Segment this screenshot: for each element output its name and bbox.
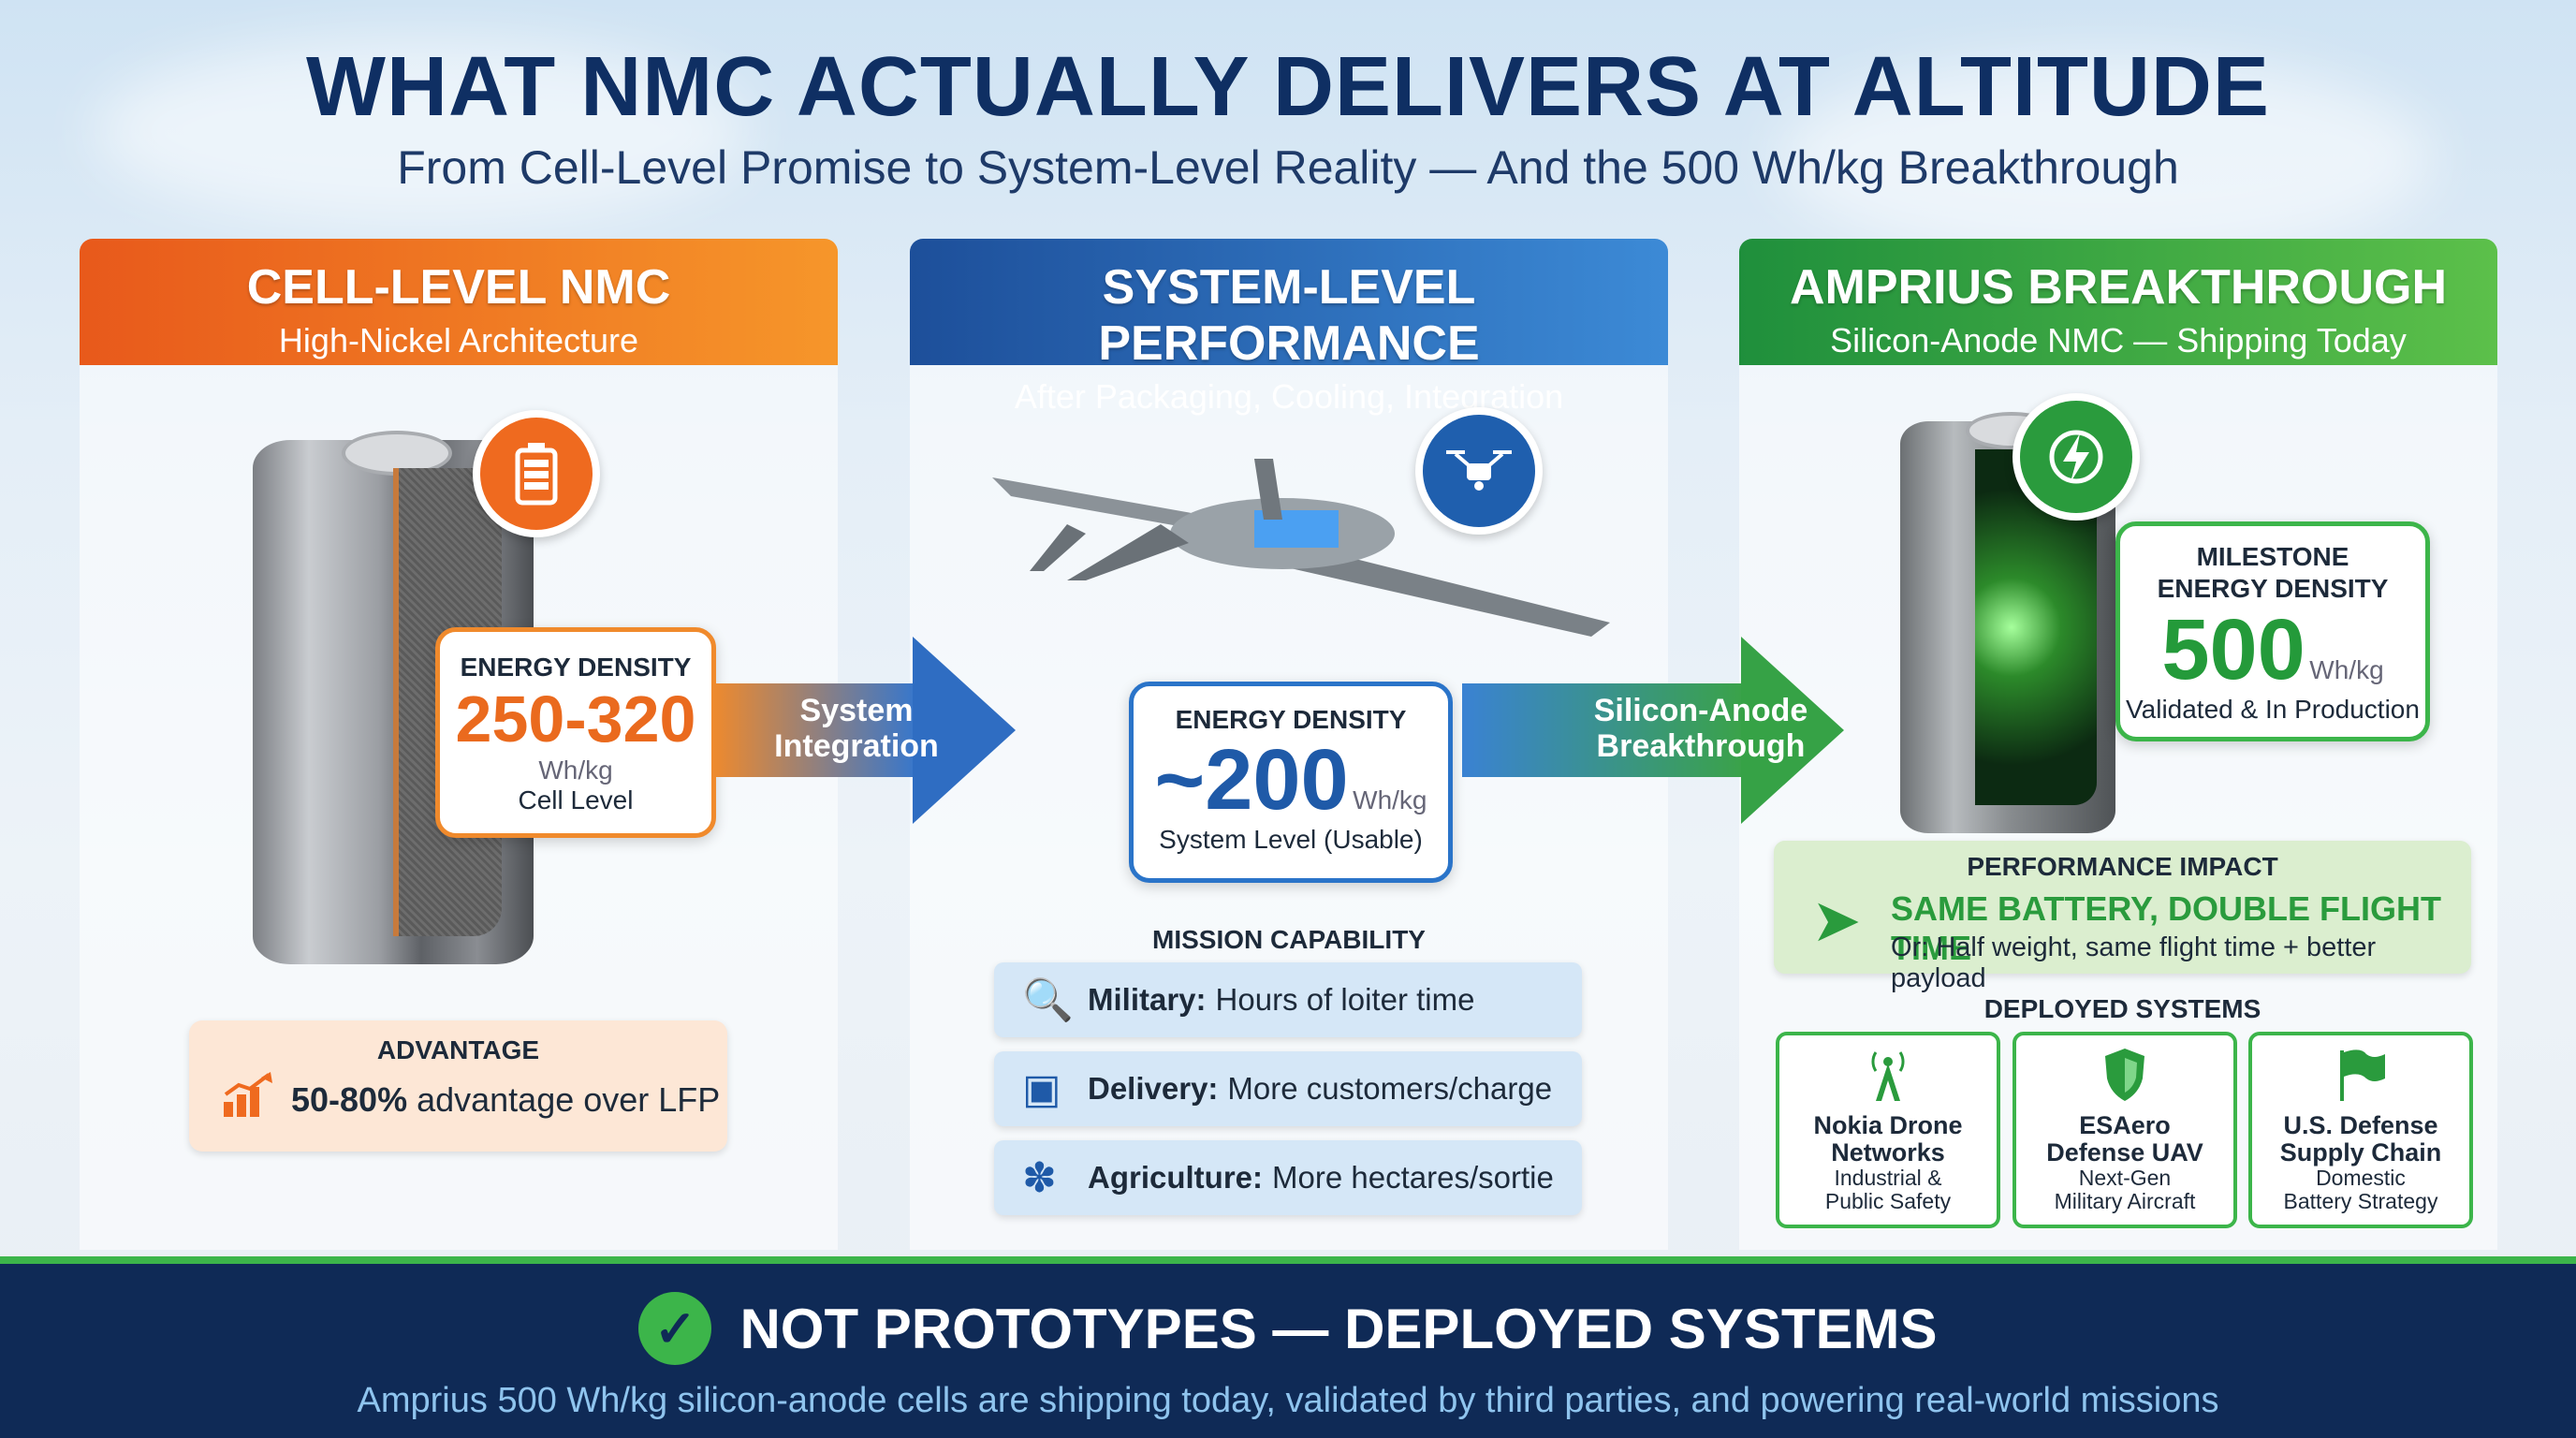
energy-density-label: ENERGY DENSITY (1175, 705, 1407, 734)
footer-sub: Amprius 500 Wh/kg silicon-anode cells ar… (357, 1381, 2219, 1420)
page-subtitle: From Cell-Level Promise to System-Level … (397, 141, 2179, 194)
page-title: WHAT NMC ACTUALLY DELIVERS AT ALTITUDE (306, 40, 2270, 134)
mission-row-delivery: ▣ Delivery: More customers/charge (994, 1051, 1582, 1126)
panel-header: SYSTEM-LEVEL PERFORMANCE After Packaging… (910, 239, 1668, 416)
deployed-name: ESAero (2079, 1111, 2171, 1139)
panel-title: AMPRIUS BREAKTHROUGH (1790, 260, 2447, 315)
antenna-icon (1779, 1047, 1997, 1112)
battery-icon (473, 410, 600, 537)
panel-subtitle: Silicon-Anode NMC — Shipping Today (1830, 321, 2407, 360)
advantage-value: 50-80% (291, 1079, 408, 1119)
deployed-desc: Military Aircraft (2054, 1189, 2196, 1213)
arrow-label-line: System (799, 693, 914, 728)
mission-text: Hours of loiter time (1215, 982, 1475, 1017)
panel-title: CELL-LEVEL NMC (246, 260, 671, 315)
energy-density-card-system: ENERGY DENSITY ~200 Wh/kg System Level (… (1129, 682, 1453, 883)
deployed-desc: Battery Strategy (2283, 1189, 2438, 1213)
energy-density-scope: Cell Level (518, 785, 634, 814)
arrow-label-line: Breakthrough (1596, 728, 1806, 764)
lightning-icon (2012, 393, 2140, 521)
mission-heading: MISSION CAPABILITY (1152, 925, 1426, 954)
milestone-energy-density-card: MILESTONE ENERGY DENSITY 500 Wh/kg Valid… (2115, 521, 2430, 741)
package-icon: ▣ (1022, 1065, 1061, 1112)
energy-density-unit: Wh/kg (538, 756, 613, 785)
drone-illustration (992, 459, 1610, 637)
energy-density-value: ~200 (1154, 732, 1349, 828)
panel-subtitle: High-Nickel Architecture (278, 321, 639, 360)
energy-density-label: ENERGY DENSITY (460, 653, 692, 682)
drone-icon (1415, 407, 1543, 535)
checkmark-icon: ✓ (638, 1292, 712, 1365)
deployed-desc: Next-Gen (2078, 1166, 2172, 1190)
deployed-card-us-defense: U.S. Defense Supply Chain Domestic Batte… (2248, 1032, 2473, 1228)
energy-density-label: ENERGY DENSITY (2157, 574, 2389, 603)
performance-impact-card: PERFORMANCE IMPACT ➤ SAME BATTERY, DOUBL… (1774, 841, 2471, 993)
deployed-name: Defense UAV (2046, 1138, 2203, 1167)
deployed-card-esaero: ESAero Defense UAV Next-Gen Military Air… (2012, 1032, 2237, 1228)
energy-density-scope: Validated & In Production (2126, 695, 2420, 724)
footer-banner: ✓ NOT PROTOTYPES — DEPLOYED SYSTEMS Ampr… (0, 1256, 2576, 1438)
energy-density-card-cell: ENERGY DENSITY 250-320 Wh/kg Cell Level (435, 627, 716, 838)
advantage-card: ADVANTAGE 50-80% advantage over LFP (189, 1020, 727, 1152)
advantage-text: advantage over LFP (417, 1079, 721, 1119)
performance-heading: PERFORMANCE IMPACT (1967, 852, 2278, 881)
performance-main: SAME BATTERY, DOUBLE FLIGHT TIME (1891, 889, 2441, 967)
mission-category: Delivery: (1088, 1071, 1219, 1106)
arrow-label-line: Silicon-Anode (1593, 693, 1808, 728)
performance-sub: Or: Half weight, same flight time + bett… (1891, 932, 2377, 993)
deployed-name: Networks (1831, 1138, 1945, 1167)
flag-icon (2252, 1047, 2469, 1112)
milestone-label: MILESTONE (2196, 542, 2349, 571)
magnifier-icon: 🔍 (1022, 977, 1074, 1023)
mission-row-agriculture: ✽ Agriculture: More hectares/sortie (994, 1140, 1582, 1215)
arrow-label-line: Integration (774, 728, 939, 764)
shield-icon (2016, 1047, 2233, 1112)
growth-chart-icon (222, 1072, 274, 1127)
deployed-name: Nokia Drone (1813, 1111, 1963, 1139)
deployed-heading: DEPLOYED SYSTEMS (1983, 994, 2261, 1023)
footer-main: NOT PROTOTYPES — DEPLOYED SYSTEMS (739, 1297, 1938, 1360)
mission-category: Agriculture: (1088, 1160, 1264, 1195)
deployed-card-nokia: Nokia Drone Networks Industrial & Public… (1776, 1032, 2000, 1228)
deployed-desc: Domestic (2316, 1166, 2406, 1190)
mission-row-military: 🔍 Military: Hours of loiter time (994, 962, 1582, 1037)
deployed-name: U.S. Defense (2283, 1111, 2438, 1139)
advantage-heading: ADVANTAGE (376, 1035, 540, 1064)
energy-density-scope: System Level (Usable) (1159, 825, 1423, 854)
mission-category: Military: (1088, 982, 1207, 1017)
energy-density-value: 500 (2161, 602, 2305, 697)
deployed-desc: Public Safety (1824, 1189, 1952, 1213)
energy-density-unit: Wh/kg (1353, 785, 1427, 814)
panel-header: AMPRIUS BREAKTHROUGH Silicon-Anode NMC —… (1739, 239, 2497, 365)
wheat-icon: ✽ (1022, 1154, 1057, 1201)
deployed-name: Supply Chain (2279, 1138, 2442, 1167)
cloud (1778, 56, 2434, 262)
deployed-desc: Industrial & (1834, 1166, 1942, 1190)
energy-density-value: 250-320 (455, 682, 696, 756)
panel-title: SYSTEM-LEVEL PERFORMANCE (1098, 260, 1480, 371)
rocket-icon: ➤ (1811, 887, 1862, 954)
panel-header: CELL-LEVEL NMC High-Nickel Architecture (80, 239, 838, 365)
cloud (94, 37, 749, 225)
mission-text: More customers/charge (1227, 1071, 1553, 1106)
mission-text: More hectares/sortie (1272, 1160, 1554, 1195)
energy-density-unit: Wh/kg (2309, 655, 2384, 684)
